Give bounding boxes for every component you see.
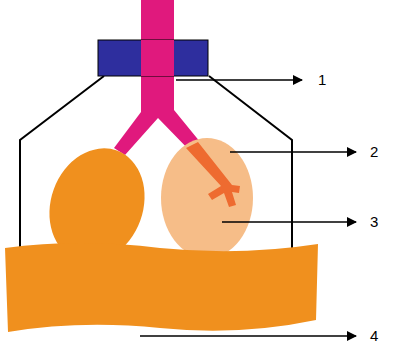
callout-number: 3 <box>370 214 378 229</box>
leader-arrow <box>222 221 356 223</box>
lung-balloon <box>161 138 253 258</box>
trachea <box>114 0 205 155</box>
leader-arrow <box>176 79 302 81</box>
leader-arrow <box>230 151 356 153</box>
leader-arrow <box>140 335 356 337</box>
callout-number: 1 <box>318 72 326 87</box>
callout-number: 2 <box>370 144 378 159</box>
rubber-sheet <box>5 243 318 332</box>
trachea-in-cork <box>141 40 174 76</box>
cork <box>98 40 208 76</box>
callout-number: 4 <box>370 328 378 343</box>
